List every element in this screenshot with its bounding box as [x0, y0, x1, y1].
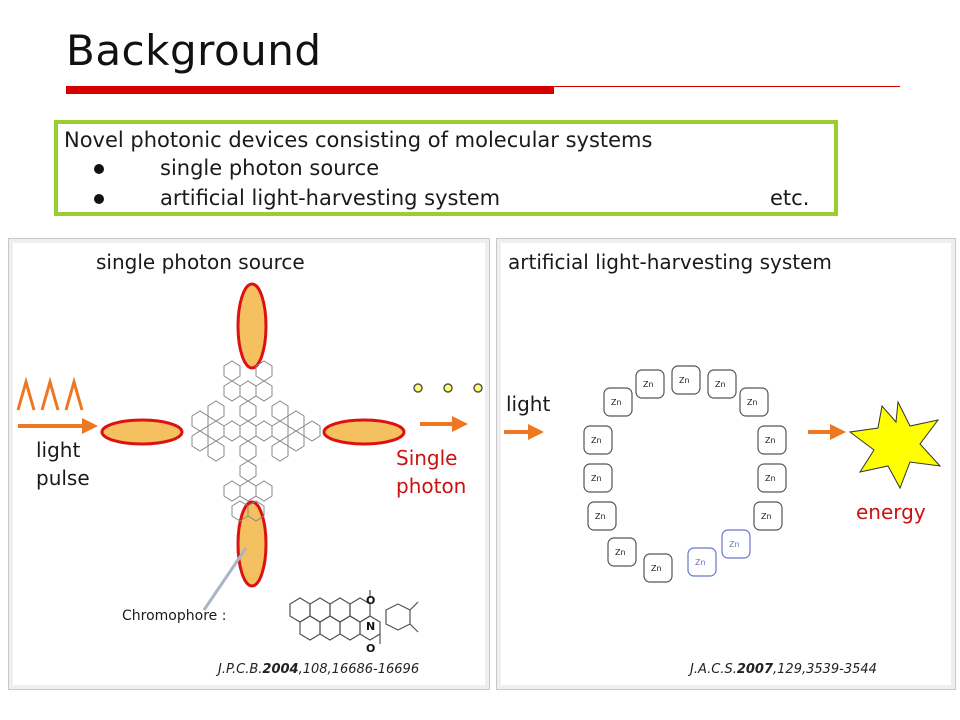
svg-text:Zn: Zn	[595, 512, 606, 521]
svg-text:Zn: Zn	[761, 512, 772, 521]
intro-line: Novel photonic devices consisting of mol…	[64, 128, 653, 152]
arrow-icon	[18, 418, 98, 434]
page-title: Background	[66, 26, 322, 75]
svg-text:Zn: Zn	[729, 540, 740, 549]
svg-text:Zn: Zn	[651, 564, 662, 573]
svg-text:Zn: Zn	[611, 398, 622, 407]
energy-label: energy	[856, 500, 926, 524]
svg-text:Zn: Zn	[643, 380, 654, 389]
arrow-icon	[504, 424, 544, 440]
chromophore-label: Chromophore :	[122, 608, 227, 624]
bullet-dot	[94, 164, 104, 174]
svg-text:Zn: Zn	[679, 376, 690, 385]
bullet-light-harvesting: artificial light-harvesting system	[160, 186, 501, 210]
arrow-icon	[420, 416, 468, 432]
single-photon-label: Single photon	[396, 444, 466, 500]
citation-year: 2004	[262, 662, 299, 677]
svg-text:Zn: Zn	[765, 474, 776, 483]
emission-lobes	[100, 282, 406, 588]
right-panel-title: artificial light-harvesting system	[508, 250, 832, 274]
svg-text:Zn: Zn	[591, 474, 602, 483]
intro-box: Novel photonic devices consisting of mol…	[54, 120, 838, 216]
citation-rest: ,129,3539-3544	[773, 662, 877, 677]
single-photon-diagram: O N O	[16, 282, 483, 655]
intro-etc: etc.	[770, 186, 810, 210]
title-underline-thin	[554, 86, 900, 87]
bullet-single-photon-source: single photon source	[160, 156, 380, 180]
svg-text:Zn: Zn	[765, 436, 776, 445]
porphyrin-ring	[583, 365, 787, 583]
left-panel-title: single photon source	[96, 250, 305, 274]
title-underline-thick	[66, 86, 554, 94]
citation-rest: ,108,16686-16696	[298, 662, 420, 677]
dendrimer-molecule	[191, 360, 321, 522]
svg-text:Zn: Zn	[715, 380, 726, 389]
svg-text:O: O	[366, 594, 375, 607]
single-photon-line1: Single	[396, 446, 458, 470]
bullet-dot	[94, 194, 104, 204]
arrow-icon	[808, 424, 846, 440]
citation-journal: J.A.C.S.	[690, 662, 737, 677]
citation-year: 2007	[736, 662, 774, 677]
light-pulse-line1: light	[36, 438, 81, 462]
energy-burst-icon	[848, 400, 942, 490]
porphyrin-unit	[583, 365, 787, 583]
svg-text:O: O	[366, 642, 375, 655]
light-label: light	[506, 392, 551, 416]
single-photon-line2: photon	[396, 474, 467, 498]
citation-journal: J.P.C.B.	[218, 662, 263, 677]
svg-text:Zn: Zn	[615, 548, 626, 557]
photon-dots	[413, 383, 483, 393]
left-citation: J.P.C.B.2004,108,16686-16696	[218, 662, 419, 677]
svg-text:Zn: Zn	[695, 558, 706, 567]
light-pulse-label: light pulse	[36, 436, 90, 492]
right-citation: J.A.C.S.2007,129,3539-3544	[690, 662, 877, 677]
light-pulse-icon	[16, 376, 84, 411]
pointer-line	[202, 547, 248, 611]
chromophore-structure	[289, 590, 419, 644]
svg-text:Zn: Zn	[747, 398, 758, 407]
svg-text:Zn: Zn	[591, 436, 602, 445]
light-pulse-line2: pulse	[36, 466, 90, 490]
svg-text:N: N	[366, 620, 375, 633]
